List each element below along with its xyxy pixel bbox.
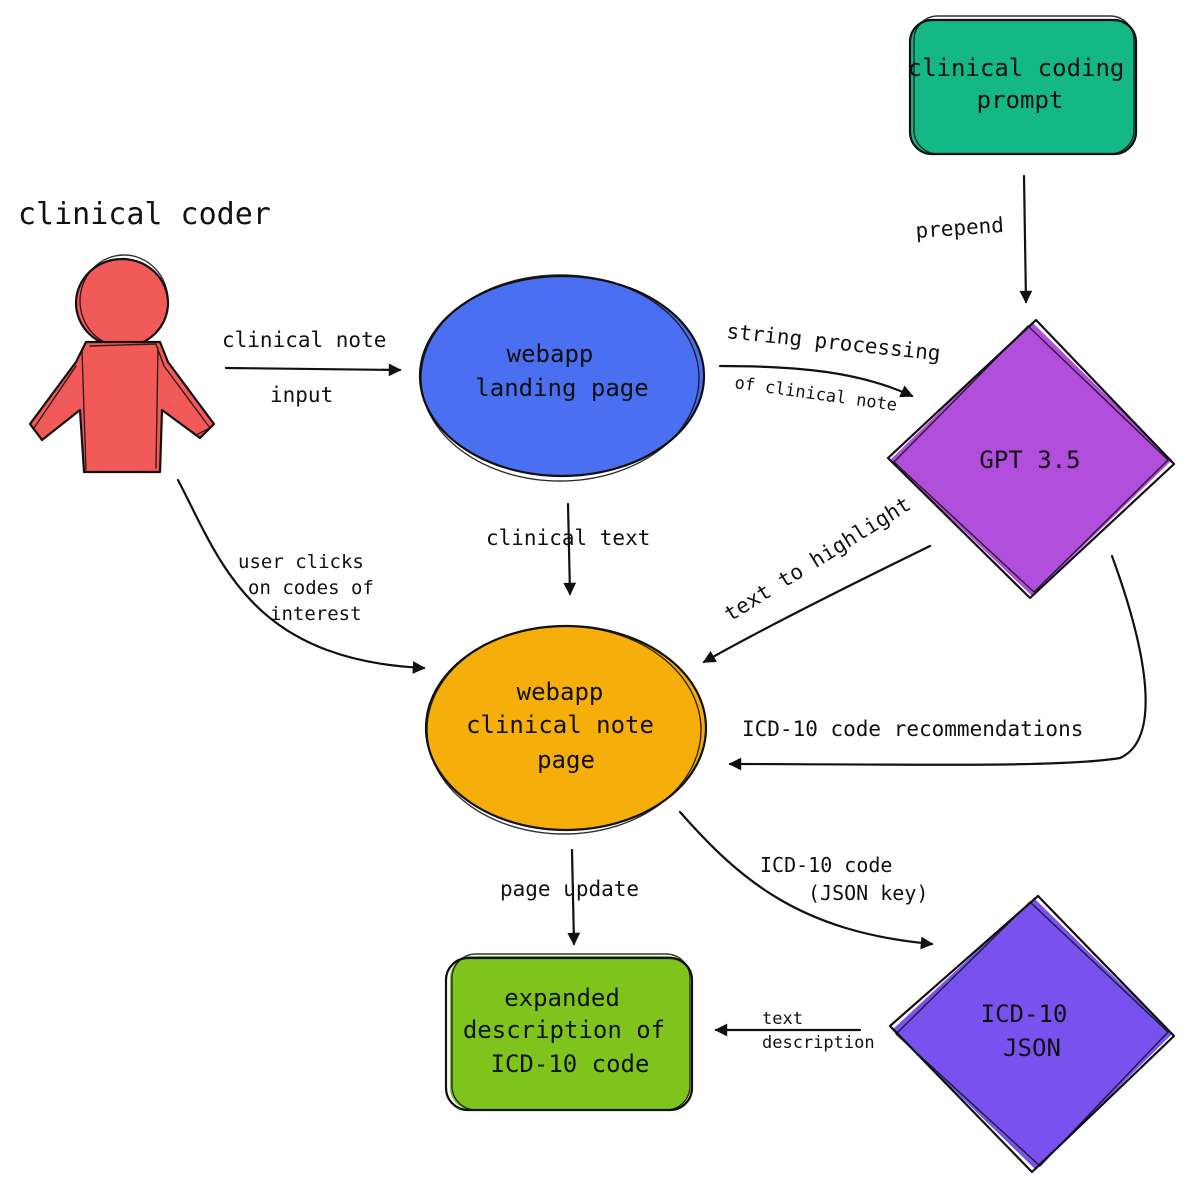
icd-json-label-line-1: ICD-10 (981, 1000, 1068, 1028)
edge-string-processing: string processing of clinical note (718, 319, 942, 416)
edge-label-json-key: (JSON key) (808, 881, 928, 905)
edge-label-text: text (762, 1009, 803, 1029)
landing-page-node: webapp landing page (418, 274, 706, 482)
edge-user-clicks: user clicks on codes of interest (176, 478, 426, 674)
edge-label-clinical-text: clinical text (486, 526, 650, 550)
edge-label-user-clicks-1: user clicks (238, 551, 364, 573)
edge-label-prepend: prepend (915, 213, 1005, 243)
expanded-description-node: expanded description of ICD-10 code (444, 953, 694, 1112)
edge-page-update: page update (500, 848, 639, 946)
clinical-coder-actor: clinical coder (18, 197, 271, 474)
edge-prepend: prepend (915, 174, 1033, 304)
edge-label-icd-recommendations: ICD-10 code recommendations (742, 717, 1083, 741)
edge-text-to-highlight: text to highlight (702, 492, 932, 664)
edge-icd-code-key: ICD-10 code (JSON key) (678, 810, 934, 950)
edge-label-input: input (270, 383, 333, 407)
icd-json-label-line-2: JSON (1003, 1034, 1061, 1062)
expanded-label-line-2: description of (463, 1016, 665, 1044)
note-page-label-line-1: webapp (517, 678, 604, 706)
edge-text-description: text description (714, 1009, 875, 1053)
edge-label-text-to-highlight: text to highlight (720, 492, 915, 626)
edge-label-icd-code: ICD-10 code (760, 853, 892, 877)
edge-clinical-note-input: clinical note input (222, 328, 402, 407)
edge-label-description: description (762, 1033, 875, 1053)
note-page-label-line-3: page (537, 746, 595, 774)
edge-label-string-processing: string processing (725, 319, 941, 365)
prompt-label-line-2: prompt (977, 86, 1064, 114)
edge-label-user-clicks-3: interest (270, 603, 362, 625)
prompt-label-line-1: clinical coding (908, 54, 1125, 82)
actor-title: clinical coder (18, 197, 271, 232)
clinical-note-page-node: webapp clinical note page (424, 624, 708, 835)
landing-label-line-1: webapp (507, 340, 594, 368)
expanded-label-line-1: expanded (504, 984, 620, 1012)
expanded-label-line-3: ICD-10 code (491, 1050, 650, 1078)
edge-icd-recommendations: ICD-10 code recommendations (728, 554, 1147, 771)
prompt-box (910, 20, 1136, 154)
person-icon (28, 254, 216, 474)
gpt-label: GPT 3.5 (979, 446, 1080, 474)
edge-label-page-update: page update (500, 877, 639, 901)
prompt-node: clinical coding prompt (908, 15, 1138, 156)
gpt-node: GPT 3.5 (886, 318, 1176, 600)
edge-label-clinical-note: clinical note (222, 328, 386, 352)
edge-label-of-clinical-note: of clinical note (733, 373, 898, 416)
edge-clinical-text: clinical text (486, 502, 650, 596)
note-page-label-line-2: clinical note (466, 711, 654, 739)
edge-label-user-clicks-2: on codes of (248, 577, 374, 599)
icd-json-node: ICD-10 JSON (888, 894, 1176, 1174)
landing-label-line-2: landing page (475, 374, 648, 402)
